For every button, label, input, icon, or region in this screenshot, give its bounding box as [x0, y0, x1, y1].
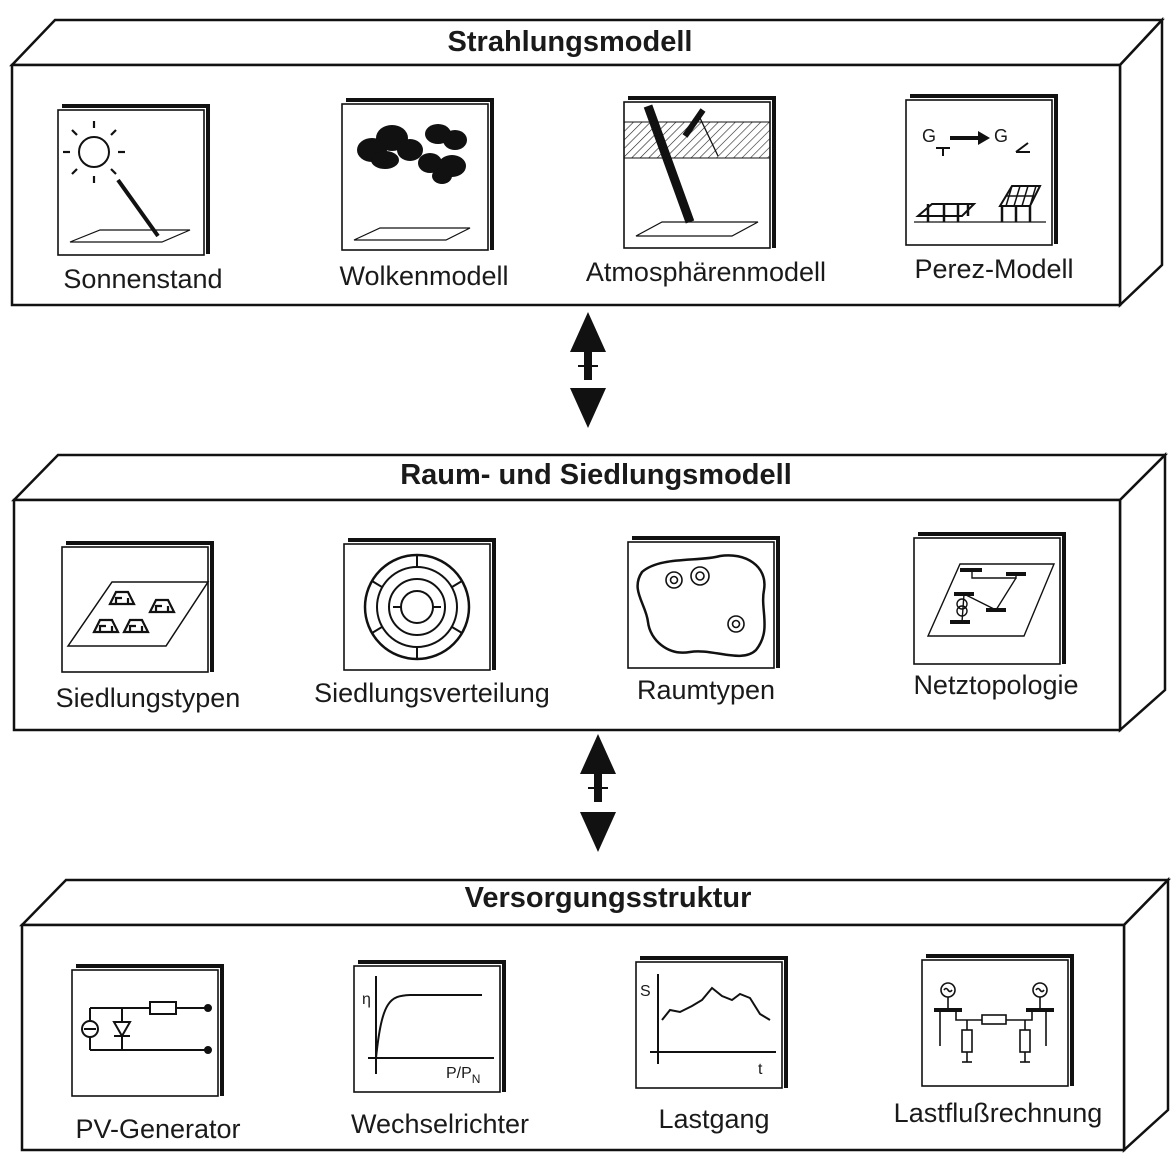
item-label: Netztopologie — [913, 670, 1078, 700]
item-label: Siedlungstypen — [56, 683, 241, 713]
box-title: Raum- und Siedlungsmodell — [400, 459, 792, 491]
svg-text:S: S — [640, 983, 651, 1000]
item-atmosphaerenmodell: Atmosphärenmodell — [586, 96, 826, 287]
item-wolkenmodell: Wolkenmodell — [339, 98, 509, 291]
perez-model-icon: G G — [914, 126, 1046, 223]
settlement-types-icon — [66, 581, 210, 647]
box-strahlungsmodell: Strahlungsmodell Sonnenstand — [9, 16, 1165, 308]
svg-text:G: G — [922, 126, 936, 146]
item-raumtypen: Raumtypen — [627, 536, 780, 705]
item-sonnenstand: Sonnenstand — [57, 104, 223, 294]
item-label: Wechselrichter — [351, 1109, 529, 1139]
double-arrow-icon — [580, 734, 616, 852]
load-profile-icon: S t — [640, 974, 776, 1078]
item-pv-generator: PV-Generator — [71, 964, 241, 1144]
atmosphere-icon — [623, 104, 771, 237]
double-arrow-icon — [570, 312, 606, 428]
item-label: Siedlungsverteilung — [314, 678, 550, 708]
box-side-face — [1118, 16, 1164, 308]
item-siedlungsverteilung: Siedlungsverteilung — [314, 538, 550, 708]
item-label: Lastflußrechnung — [894, 1098, 1103, 1128]
box-title: Versorgungsstruktur — [465, 882, 752, 914]
box-side-face — [1122, 876, 1170, 1153]
box-versorgungsstruktur: Versorgungsstruktur PV-Generator — [19, 876, 1171, 1153]
svg-text:η: η — [362, 991, 371, 1008]
item-perez-modell: G G — [905, 94, 1074, 284]
box-side-face — [1118, 451, 1167, 733]
load-flow-icon — [934, 982, 1054, 1063]
box-raum-und-siedlungsmodell: Raum- und Siedlungsmodell Siedlungstypen — [11, 451, 1169, 733]
item-netztopologie: Netztopologie — [913, 532, 1079, 700]
area-types-icon — [636, 554, 766, 658]
item-label: Lastgang — [658, 1104, 769, 1134]
item-label: Wolkenmodell — [339, 261, 508, 291]
item-siedlungstypen: Siedlungstypen — [56, 541, 241, 713]
inverter-efficiency-icon: η P/PN — [362, 976, 494, 1086]
svg-text:G: G — [994, 126, 1008, 146]
item-lastflussrechnung: Lastflußrechnung — [894, 954, 1103, 1128]
network-topology-icon — [926, 563, 1056, 637]
clouds-icon — [357, 124, 467, 184]
item-label: Atmosphärenmodell — [586, 257, 826, 287]
box-title: Strahlungsmodell — [448, 26, 693, 58]
item-lastgang: S t Lastgang — [635, 956, 788, 1134]
svg-text:t: t — [758, 1061, 763, 1078]
item-label: PV-Generator — [75, 1114, 240, 1144]
item-label: Raumtypen — [637, 675, 775, 705]
pv-generator-circuit-icon — [81, 1001, 212, 1054]
item-wechselrichter: η P/PN Wechselrichter — [351, 960, 529, 1139]
svg-text:P/PN: P/PN — [446, 1065, 480, 1086]
sun-position-icon — [63, 121, 191, 243]
settlement-distribution-icon — [363, 553, 471, 661]
item-label: Sonnenstand — [63, 264, 222, 294]
item-label: Perez-Modell — [914, 254, 1073, 284]
